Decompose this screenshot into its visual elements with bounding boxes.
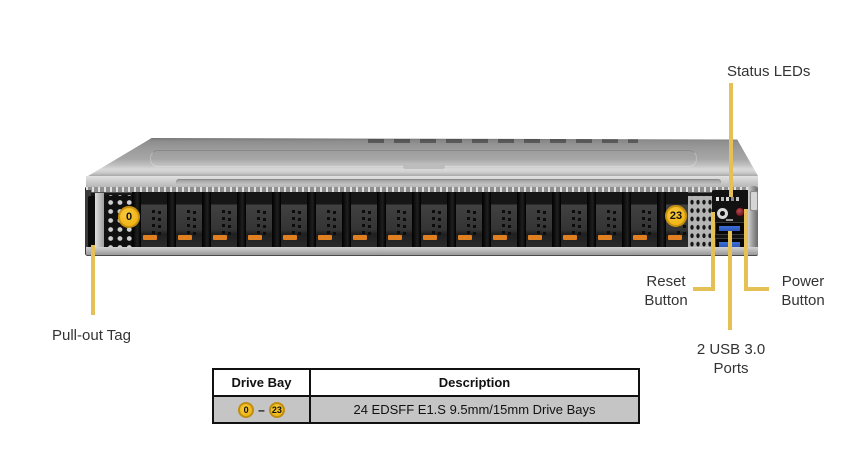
bay-badge-first: 0 bbox=[118, 206, 140, 228]
power-button-label-line2: Button bbox=[781, 292, 825, 309]
pull-out-tag-callout-line bbox=[91, 245, 95, 315]
front-bezel bbox=[86, 176, 758, 188]
table-header-description: Description bbox=[311, 370, 638, 397]
status-led-icon bbox=[716, 197, 719, 201]
chassis-bottom-lip bbox=[86, 247, 758, 256]
drive-bay-table: Drive Bay Description 0 – 23 24 EDSFF E1… bbox=[212, 368, 640, 424]
range-dash: – bbox=[258, 402, 265, 417]
bezel-groove bbox=[176, 179, 721, 185]
drive-slot bbox=[447, 192, 482, 248]
drive-slot bbox=[587, 192, 622, 248]
top-cover-notch bbox=[403, 165, 445, 169]
status-leds bbox=[716, 197, 739, 201]
reset-button bbox=[717, 208, 728, 219]
table-cell-bay-range: 0 – 23 bbox=[214, 397, 311, 422]
drive-slot bbox=[412, 192, 447, 248]
table-badge-last: 23 bbox=[268, 401, 285, 418]
drive-slot bbox=[622, 192, 657, 248]
status-led-icon bbox=[736, 197, 739, 201]
table-header-drive-bay: Drive Bay bbox=[214, 370, 311, 397]
top-cover-texture bbox=[368, 139, 638, 143]
pull-out-tag-label: Pull-out Tag bbox=[52, 327, 131, 344]
left-bracket bbox=[95, 193, 104, 253]
reset-button-label: Reset Button bbox=[636, 272, 696, 310]
right-ear-tab bbox=[750, 191, 758, 211]
usb-ports-label-line1: 2 USB 3.0 bbox=[696, 341, 766, 358]
drive-slot bbox=[552, 192, 587, 248]
status-led-icon bbox=[726, 197, 729, 201]
drive-slot bbox=[167, 192, 202, 248]
drive-slot bbox=[342, 192, 377, 248]
drive-slot bbox=[237, 192, 272, 248]
drive-slot bbox=[202, 192, 237, 248]
power-button-label-line1: Power bbox=[781, 273, 825, 290]
right-vent-grid bbox=[688, 196, 712, 250]
usb-icon bbox=[726, 219, 733, 221]
drive-slot bbox=[307, 192, 342, 248]
drive-slot bbox=[377, 192, 412, 248]
power-callout-line-vertical bbox=[744, 209, 748, 291]
reset-button-center bbox=[720, 211, 725, 216]
usb-callout-line bbox=[728, 231, 732, 330]
usb-port-1-tongue bbox=[719, 226, 740, 231]
table-badge-first: 0 bbox=[238, 401, 255, 418]
power-button-label: Power Button bbox=[773, 272, 833, 310]
drive-slot bbox=[517, 192, 552, 248]
drive-slot bbox=[482, 192, 517, 248]
drive-bays bbox=[132, 192, 688, 248]
status-leds-label: Status LEDs bbox=[727, 63, 811, 80]
left-vent-grid bbox=[104, 195, 132, 252]
reset-callout-line-vertical bbox=[711, 212, 715, 291]
usb-ports-label: 2 USB 3.0 Ports bbox=[691, 340, 771, 378]
usb-ports-label-line2: Ports bbox=[713, 360, 749, 377]
status-leds-callout-line bbox=[729, 83, 733, 197]
reset-button-label-line2: Button bbox=[644, 292, 688, 309]
chassis-top-cover bbox=[88, 138, 758, 176]
reset-button-label-line1: Reset bbox=[646, 273, 686, 290]
drive-slot bbox=[272, 192, 307, 248]
right-rack-ear bbox=[748, 186, 758, 254]
power-callout-line-horizontal bbox=[746, 287, 769, 291]
table-cell-description: 24 EDSFF E1.S 9.5mm/15mm Drive Bays bbox=[311, 397, 638, 422]
status-led-icon bbox=[721, 197, 724, 201]
status-led-icon bbox=[731, 197, 734, 201]
pull-out-tag bbox=[88, 196, 96, 248]
bay-badge-last: 23 bbox=[665, 205, 687, 227]
reset-callout-line-horizontal bbox=[693, 287, 715, 291]
